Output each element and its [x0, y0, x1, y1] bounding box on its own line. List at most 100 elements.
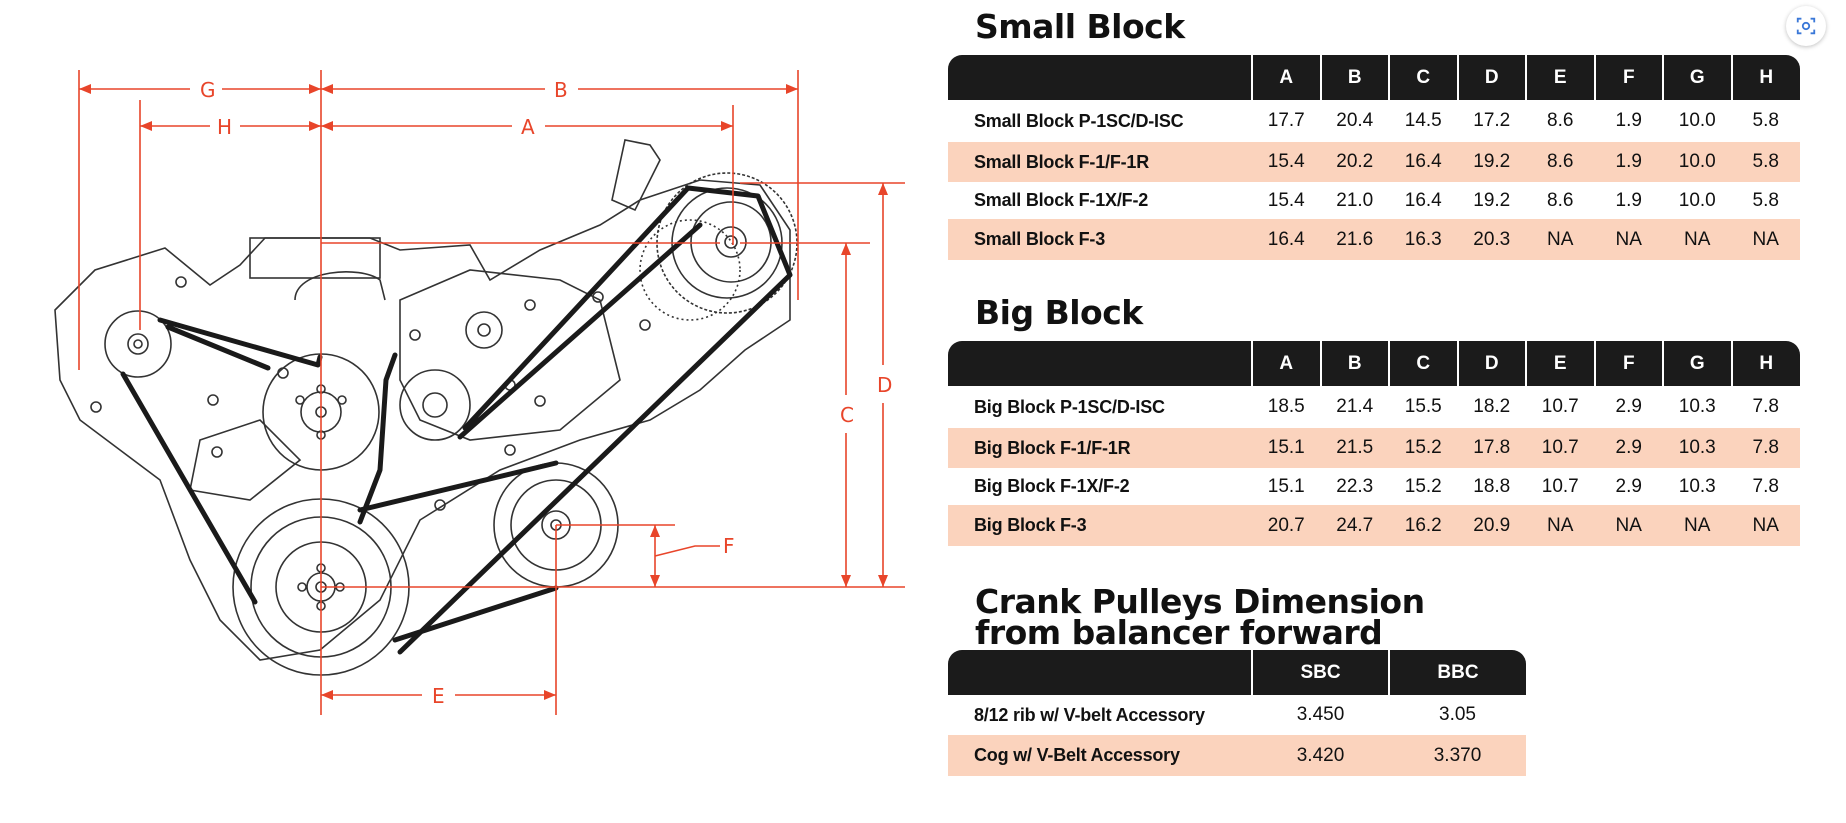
dim-label-a: A [521, 115, 535, 139]
header-label-cell [948, 341, 1253, 386]
cell-value: 5.8 [1752, 110, 1779, 131]
big-block-title: Big Block [975, 293, 1143, 332]
col-header-c: C [1389, 341, 1459, 386]
cell-value: 3.450 [1296, 704, 1345, 725]
crank-title-line2: from balancer forward [975, 613, 1383, 652]
cell-value: 10.3 [1678, 475, 1716, 497]
serpentine-belt-left [357, 352, 398, 525]
cell-value: 10.3 [1663, 428, 1732, 468]
accessory-bracket [399, 269, 621, 441]
cell-value: 1.9 [1615, 189, 1642, 211]
cell-value: 10.3 [1678, 396, 1716, 417]
col-header-bbc: BBC [1389, 650, 1526, 695]
dim-label-h: H [217, 115, 232, 139]
col-header-c: C [1389, 55, 1459, 100]
cell-value: 15.5 [1404, 396, 1442, 417]
cell-value: 20.3 [1457, 219, 1526, 260]
dim-label-f: F [723, 534, 735, 558]
visual-search-button[interactable] [1786, 6, 1826, 46]
table-row: Big Block P-1SC/D-ISC 18.5 21.4 15.5 18.… [948, 386, 1800, 428]
table-row: Big Block F-3 20.7 24.7 16.2 20.9 NA NA … [948, 505, 1800, 546]
cell-value: 5.8 [1731, 142, 1800, 182]
supercharger-gear [639, 219, 741, 321]
col-header-b: B [1320, 55, 1390, 100]
cell-value: NA [1594, 505, 1663, 546]
engine-block-outline [54, 179, 791, 661]
cell-value: 3.420 [1252, 735, 1389, 776]
dim-label-d: D [877, 373, 892, 397]
accessory-belt [120, 317, 323, 605]
cell-value: 2.9 [1594, 428, 1663, 468]
col-header-h: H [1731, 341, 1800, 386]
cell-value: 20.2 [1320, 142, 1389, 182]
visual-search-icon [1796, 17, 1816, 35]
row-label: Small Block P-1SC/D-ISC [974, 110, 1184, 131]
col-header-g: G [1663, 341, 1733, 386]
crank-header-row: SBC BBC [948, 650, 1526, 695]
cell-value: 19.2 [1457, 142, 1526, 182]
small-block-title: Small Block [975, 7, 1185, 46]
cell-value: 7.8 [1752, 475, 1779, 497]
big-block-table: A B C D E F G H Big Block P-1SC/D-ISC 18… [948, 341, 1800, 546]
header-label-cell [948, 650, 1253, 695]
cell-value: 19.2 [1473, 189, 1511, 211]
supercharger-inlet-tube [611, 139, 661, 212]
cell-value: NA [1663, 219, 1732, 260]
cell-value: 17.7 [1267, 110, 1305, 131]
aux-pulley-left [104, 310, 172, 378]
table-row: Small Block F-1/F-1R 15.4 20.2 16.4 19.2… [948, 142, 1800, 182]
serpentine-belt-lower [357, 460, 559, 643]
cell-value: 15.2 [1389, 428, 1458, 468]
dim-label-g: G [200, 78, 216, 102]
crank-title-line1: Crank Pulleys Dimension [975, 582, 1425, 621]
serpentine-belt-main [397, 185, 793, 655]
cell-value: 16.2 [1389, 505, 1458, 546]
cell-value: 8.6 [1526, 142, 1595, 182]
cell-value: 21.5 [1320, 428, 1389, 468]
table-row: 8/12 rib w/ V-belt Accessory 3.450 3.05 [948, 695, 1526, 735]
cell-value: 18.8 [1473, 475, 1511, 497]
engine-dimension-diagram: G B H A D C F E [40, 50, 920, 740]
small-block-header-row: A B C D E F G H [948, 55, 1800, 100]
cell-value: NA [1526, 219, 1595, 260]
cell-value: NA [1663, 505, 1732, 546]
cell-value: 10.7 [1541, 475, 1579, 497]
cell-value: 1.9 [1594, 142, 1663, 182]
cell-value: 10.0 [1663, 142, 1732, 182]
cell-value: 24.7 [1320, 505, 1389, 546]
row-label: Small Block F-1/F-1R [948, 142, 1252, 182]
cell-value: 16.4 [1389, 142, 1458, 182]
col-header-b: B [1320, 341, 1390, 386]
cell-value: 15.2 [1404, 475, 1442, 497]
cell-value: NA [1731, 219, 1800, 260]
cell-value: NA [1594, 219, 1663, 260]
table-row: Cog w/ V-Belt Accessory 3.420 3.370 [948, 735, 1526, 776]
col-header-e: E [1526, 341, 1596, 386]
table-row: Small Block P-1SC/D-ISC 17.7 20.4 14.5 1… [948, 100, 1800, 142]
cell-value: 20.4 [1336, 110, 1374, 131]
cell-value: 16.4 [1404, 189, 1442, 211]
row-label: Big Block F-3 [948, 505, 1252, 546]
cell-value: 8.6 [1547, 189, 1574, 211]
cell-value: 10.0 [1678, 110, 1716, 131]
row-label: Big Block F-1X/F-2 [974, 476, 1130, 496]
cell-value: 3.05 [1439, 704, 1476, 725]
dim-label-b: B [554, 78, 568, 102]
cell-value: 10.0 [1678, 189, 1716, 211]
col-header-d: D [1457, 55, 1527, 100]
cell-value: 20.9 [1457, 505, 1526, 546]
cell-value: NA [1731, 505, 1800, 546]
cell-value: 17.8 [1457, 428, 1526, 468]
cell-value: 15.4 [1252, 142, 1321, 182]
crank-pulleys-table: SBC BBC 8/12 rib w/ V-belt Accessory 3.4… [948, 650, 1526, 776]
cell-value: 18.2 [1473, 396, 1511, 417]
cell-value: 7.8 [1731, 428, 1800, 468]
cell-value: 15.4 [1267, 189, 1305, 211]
cell-value: 2.9 [1615, 396, 1642, 417]
table-row: Big Block F-1X/F-2 15.1 22.3 15.2 18.8 1… [948, 468, 1800, 505]
table-row: Small Block F-3 16.4 21.6 16.3 20.3 NA N… [948, 219, 1800, 260]
cell-value: 8.6 [1547, 110, 1574, 131]
col-header-e: E [1526, 55, 1596, 100]
row-label: Small Block F-1X/F-2 [974, 190, 1149, 210]
col-header-h: H [1731, 55, 1800, 100]
